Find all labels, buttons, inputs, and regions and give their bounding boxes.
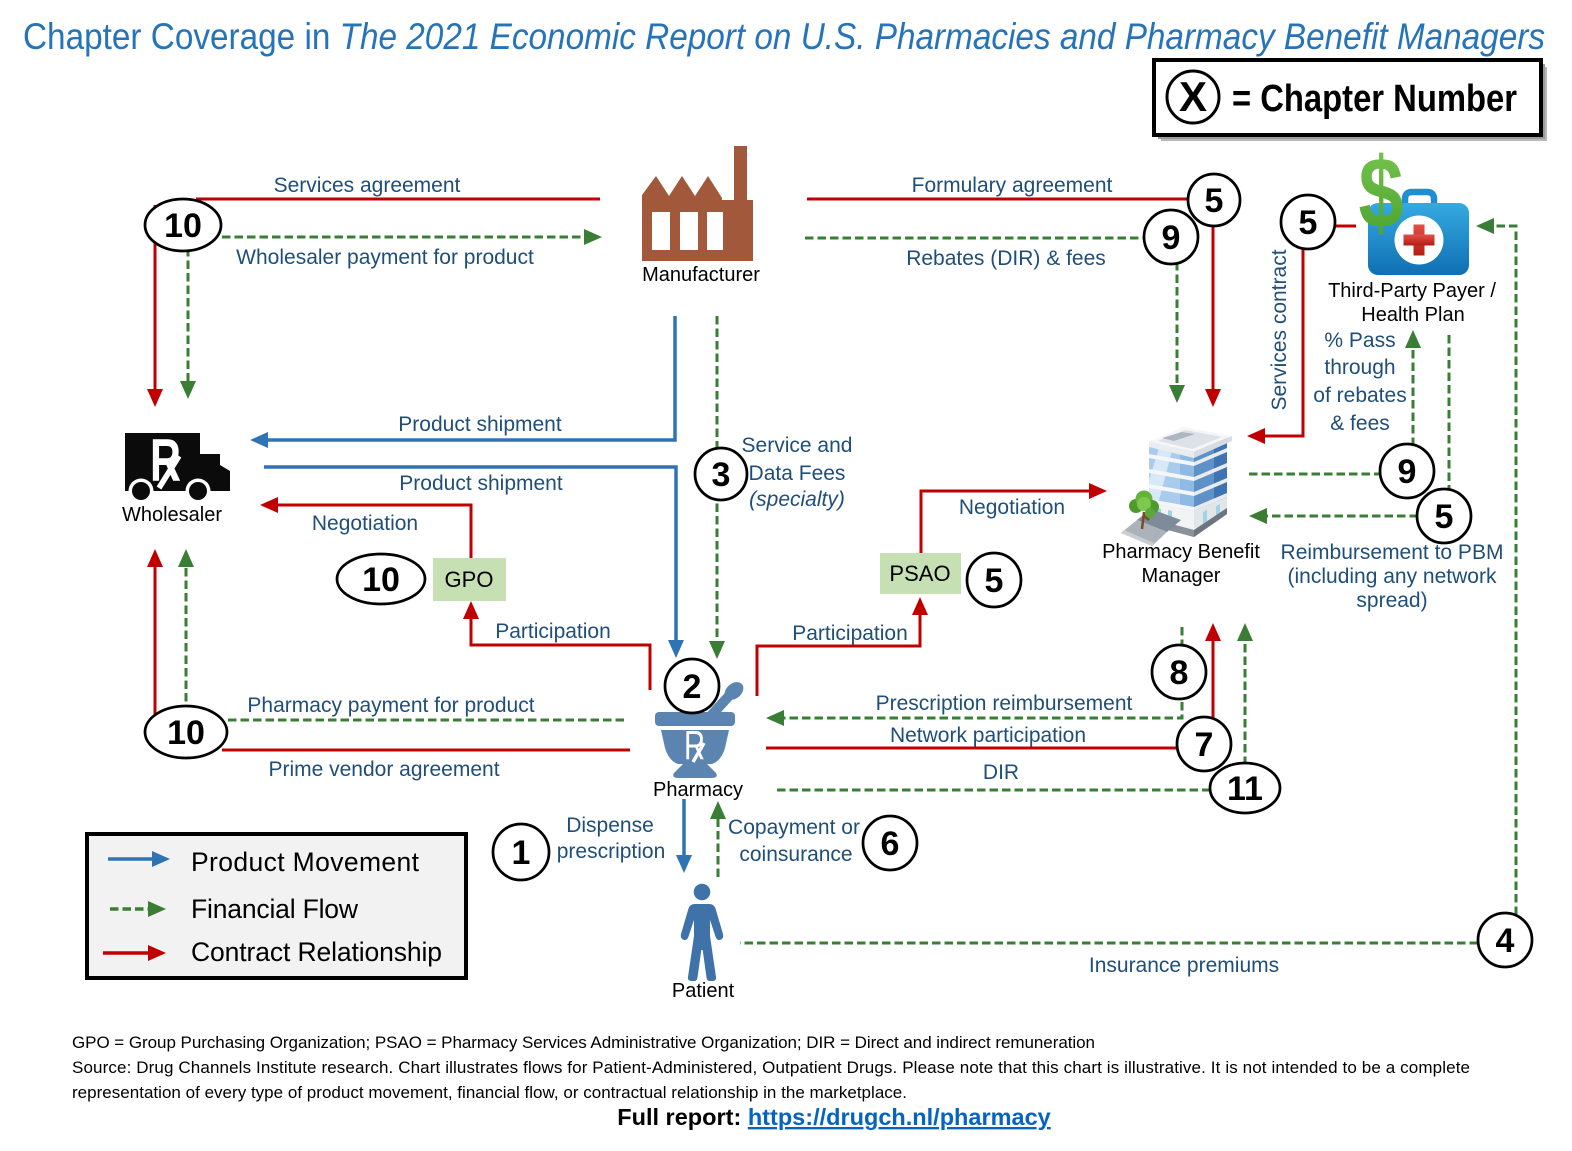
svg-text:Third-Party Payer /: Third-Party Payer / [1328, 280, 1496, 302]
svg-text:representation of every type o: representation of every type of product … [72, 1083, 907, 1102]
svg-text:Contract Relationship: Contract Relationship [191, 937, 442, 967]
svg-text:(including any network: (including any network [1288, 565, 1497, 588]
svg-text:Financial Flow: Financial Flow [191, 894, 359, 924]
svg-text:coinsurance: coinsurance [739, 843, 852, 866]
svg-text:Services agreement: Services agreement [274, 174, 461, 197]
svg-text:11: 11 [1227, 770, 1263, 808]
svg-text:Pharmacy: Pharmacy [653, 779, 743, 801]
svg-text:3: 3 [712, 456, 731, 494]
svg-text:X: X [1179, 73, 1207, 120]
svg-text:1: 1 [512, 834, 531, 872]
svg-text:DIR: DIR [983, 761, 1019, 784]
svg-text:Wholesaler: Wholesaler [122, 504, 222, 526]
svg-text:Negotiation: Negotiation [959, 496, 1065, 519]
svg-text:Participation: Participation [792, 622, 908, 645]
svg-text:5: 5 [1299, 204, 1318, 242]
svg-text:6: 6 [881, 825, 900, 863]
svg-text:Data Fees: Data Fees [749, 462, 846, 485]
svg-text:10: 10 [362, 561, 400, 599]
svg-text:Prime vendor agreement: Prime vendor agreement [268, 758, 499, 781]
svg-text:(specialty): (specialty) [749, 488, 845, 511]
svg-text:Product shipment: Product shipment [399, 472, 563, 495]
svg-text:Copayment or: Copayment or [728, 816, 860, 839]
svg-text:Services contract: Services contract [1268, 249, 1291, 410]
svg-text:Patient: Patient [672, 980, 735, 1002]
svg-text:= Chapter Number: = Chapter Number [1232, 78, 1517, 120]
svg-text:2: 2 [683, 668, 702, 706]
svg-text:Product shipment: Product shipment [398, 413, 562, 436]
svg-text:Wholesaler payment for product: Wholesaler payment for product [236, 246, 534, 269]
svg-text:$: $ [1359, 137, 1404, 249]
svg-text:Manufacturer: Manufacturer [642, 264, 760, 286]
svg-text:prescription: prescription [557, 840, 666, 863]
svg-text:PSAO: PSAO [889, 561, 950, 586]
svg-text:Manager: Manager [1142, 565, 1221, 587]
svg-text:Network participation: Network participation [890, 724, 1086, 747]
svg-text:10: 10 [167, 714, 205, 752]
svg-text:Product Movement: Product Movement [191, 847, 420, 877]
svg-text:5: 5 [1205, 182, 1224, 220]
svg-text:Insurance premiums: Insurance premiums [1089, 954, 1279, 977]
svg-text:9: 9 [1398, 453, 1417, 491]
svg-text:GPO: GPO [445, 567, 494, 592]
svg-text:Formulary agreement: Formulary agreement [912, 174, 1113, 197]
svg-text:% Pass: % Pass [1324, 329, 1395, 352]
svg-text:9: 9 [1162, 219, 1181, 257]
svg-text:Reimbursement to PBM: Reimbursement to PBM [1281, 541, 1504, 564]
svg-text:5: 5 [985, 562, 1004, 600]
svg-text:through: through [1324, 356, 1395, 379]
svg-text:7: 7 [1195, 726, 1214, 764]
svg-text:Health Plan: Health Plan [1361, 304, 1464, 326]
svg-text:10: 10 [164, 207, 202, 245]
svg-text:Participation: Participation [495, 620, 611, 643]
svg-text:GPO = Group Purchasing Organiz: GPO = Group Purchasing Organization; PSA… [72, 1033, 1095, 1052]
svg-text:spread): spread) [1356, 589, 1427, 612]
svg-text:R: R [684, 722, 705, 768]
svg-text:Negotiation: Negotiation [312, 512, 418, 535]
svg-text:Dispense: Dispense [566, 814, 654, 837]
svg-text:Pharmacy payment for product: Pharmacy payment for product [247, 694, 534, 717]
svg-text:Service and: Service and [742, 434, 853, 457]
svg-text:Full report: https://drugch.nl: Full report: https://drugch.nl/pharmacy [617, 1104, 1050, 1130]
svg-text:Source: Drug Channels Institut: Source: Drug Channels Institute research… [72, 1058, 1470, 1077]
svg-text:Chapter Coverage in The 2021 E: Chapter Coverage in The 2021 Economic Re… [23, 16, 1545, 57]
svg-text:4: 4 [1496, 922, 1515, 960]
svg-text:& fees: & fees [1330, 412, 1390, 435]
svg-text:Pharmacy Benefit: Pharmacy Benefit [1102, 541, 1260, 563]
svg-text:Rebates (DIR) & fees: Rebates (DIR) & fees [906, 247, 1106, 270]
svg-text:Prescription reimbursement: Prescription reimbursement [876, 692, 1133, 715]
svg-text:5: 5 [1435, 498, 1454, 536]
svg-text:of rebates: of rebates [1313, 384, 1406, 407]
svg-text:8: 8 [1170, 654, 1189, 692]
